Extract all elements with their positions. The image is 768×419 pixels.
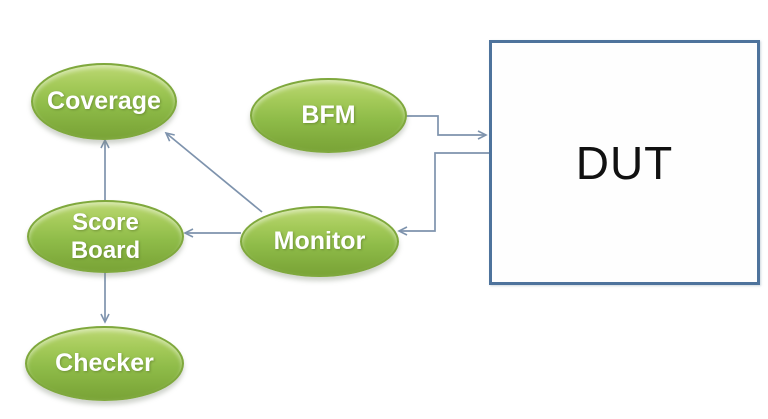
monitor-label: Monitor (273, 227, 366, 256)
node-dut[interactable]: DUT (489, 40, 760, 285)
scoreboard-label-line1: Score (72, 208, 139, 236)
node-checker[interactable]: Checker (25, 326, 184, 401)
node-scoreboard[interactable]: Score Board (27, 200, 184, 273)
node-monitor[interactable]: Monitor (240, 206, 399, 277)
checker-label: Checker (55, 349, 154, 378)
node-bfm[interactable]: BFM (250, 78, 407, 153)
node-coverage[interactable]: Coverage (31, 63, 177, 140)
scoreboard-label-line2: Board (70, 236, 141, 264)
coverage-label: Coverage (47, 87, 161, 116)
connector-monitor-to-coverage (164, 131, 263, 213)
bfm-label: BFM (301, 101, 356, 130)
dut-label: DUT (575, 136, 674, 189)
connector-bfm-to-dut (402, 115, 488, 140)
connector-dut-to-monitor (397, 152, 489, 236)
